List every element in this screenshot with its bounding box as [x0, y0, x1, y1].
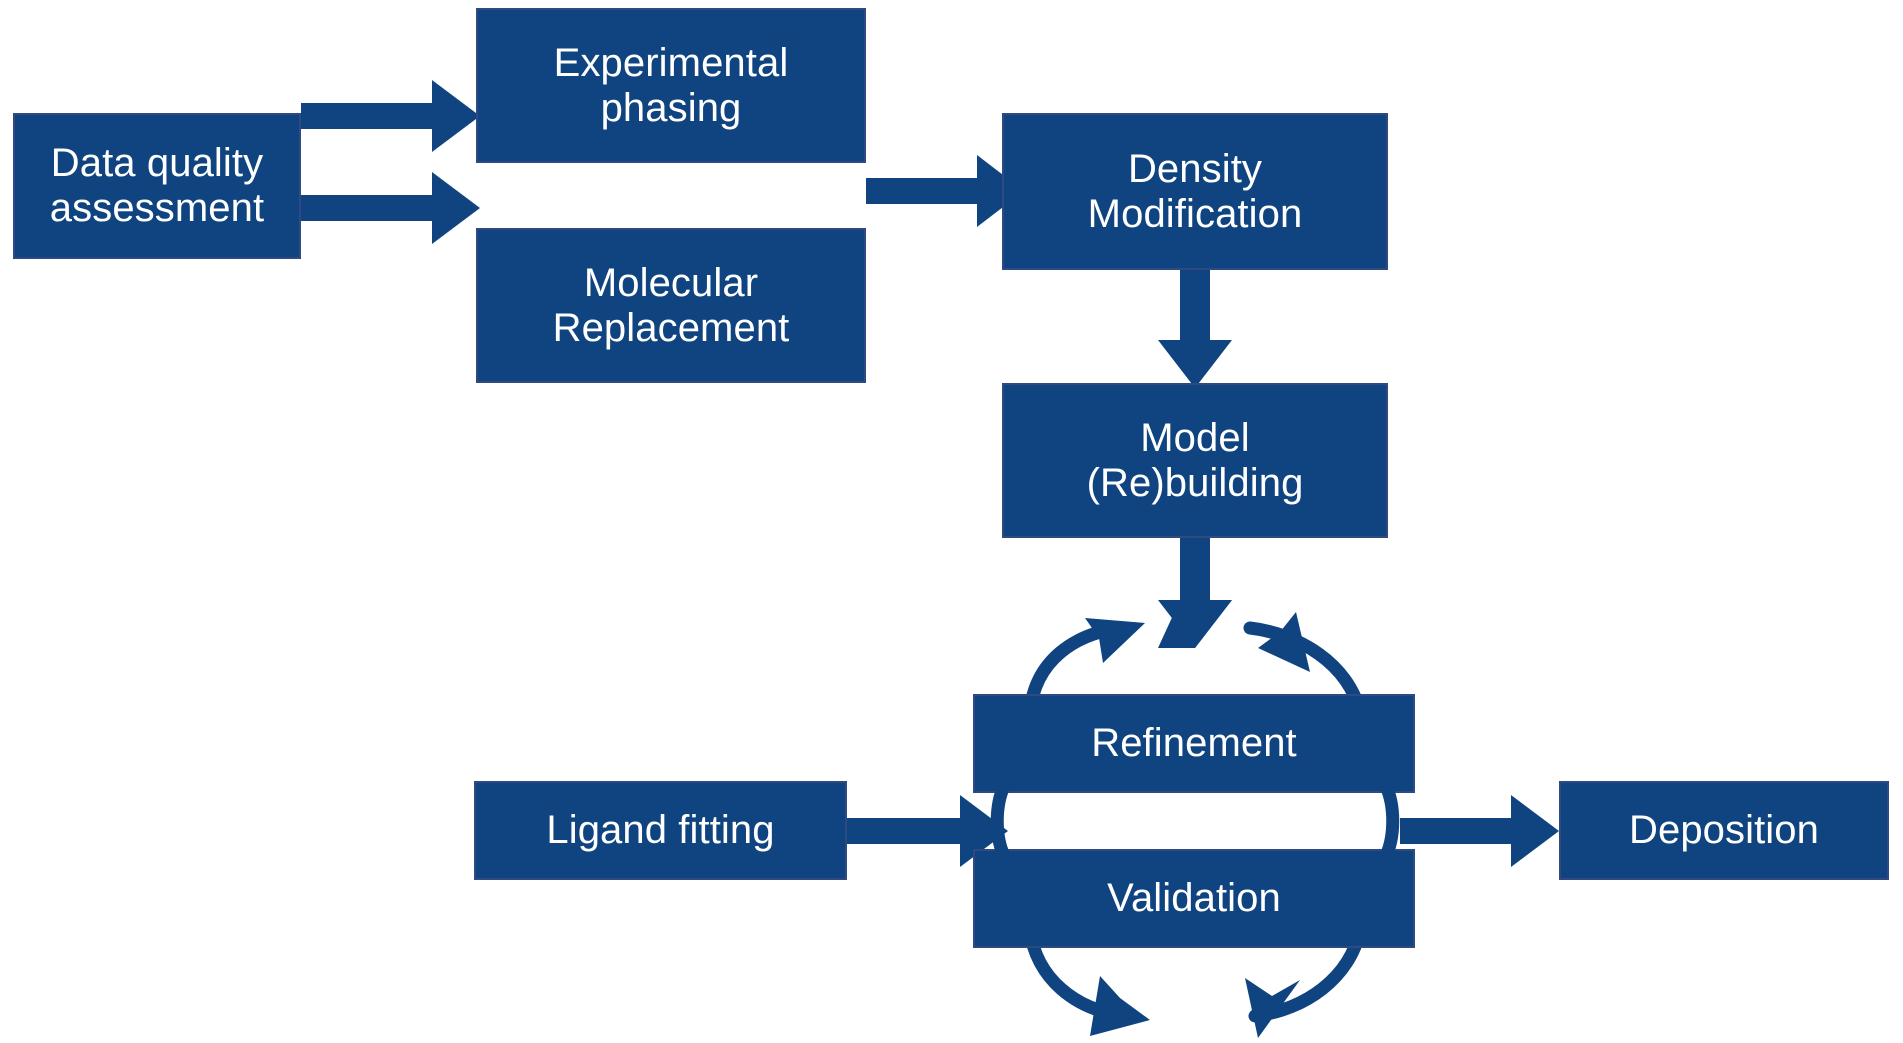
arrow-ligand-fitting-to-cycle: [847, 795, 1008, 867]
node-deposition[interactable]: Deposition: [1559, 781, 1889, 880]
arrow-model-rebuilding-to-cycle: [1158, 534, 1232, 648]
node-validation[interactable]: Validation: [973, 849, 1415, 948]
node-label-density-modification: Density Modification: [1087, 146, 1303, 236]
node-label-validation: Validation: [1107, 876, 1281, 921]
node-experimental-phasing[interactable]: Experimental phasing: [476, 8, 866, 163]
node-density-modification[interactable]: Density Modification: [1002, 113, 1388, 270]
node-label-model-rebuilding: Model (Re)building: [1086, 415, 1304, 505]
node-data-quality-assessment[interactable]: Data quality assessment: [13, 113, 301, 259]
node-label-experimental-phasing: Experimental phasing: [553, 40, 789, 130]
arrow-phasing-to-density-modification: [866, 155, 1024, 227]
node-label-molecular-replacement: Molecular Replacement: [552, 260, 790, 350]
node-label-ligand-fitting: Ligand fitting: [546, 808, 775, 853]
node-model-rebuilding[interactable]: Model (Re)building: [1002, 383, 1388, 538]
arrow-density-modification-to-model-rebuilding: [1158, 264, 1232, 388]
node-refinement[interactable]: Refinement: [973, 694, 1415, 793]
arrow-dqa-to-molecular-replacement: [301, 172, 480, 244]
node-label-deposition: Deposition: [1628, 808, 1819, 853]
arrow-cycle-to-deposition: [1400, 795, 1559, 867]
node-molecular-replacement[interactable]: Molecular Replacement: [476, 228, 866, 383]
node-label-refinement: Refinement: [1091, 721, 1297, 766]
node-ligand-fitting[interactable]: Ligand fitting: [474, 781, 847, 880]
node-label-data-quality-assessment: Data quality assessment: [49, 141, 265, 230]
arrow-dqa-to-experimental-phasing: [301, 80, 480, 152]
